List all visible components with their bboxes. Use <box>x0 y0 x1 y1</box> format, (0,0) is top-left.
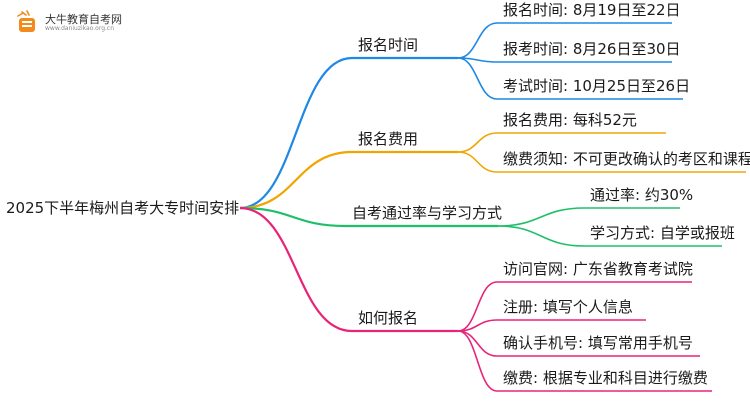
leaf-label: 报考时间: 8月26日至30日 <box>503 40 681 58</box>
site-logo: 大牛教育自考网 www.daniuzikao.org.cn <box>14 10 122 36</box>
leaf-label: 缴费须知: 不可更改确认的考区和课程 <box>503 150 750 168</box>
branch-label: 报名时间 <box>358 36 419 54</box>
logo-url: www.daniuzikao.org.cn <box>45 24 115 32</box>
leaf-label: 考试时间: 10月25日至26日 <box>503 77 691 95</box>
branch-label: 报名费用 <box>358 130 419 148</box>
leaf-label: 学习方式: 自学或报班 <box>590 224 735 242</box>
leaf-label: 报名费用: 每科52元 <box>503 111 637 129</box>
leaf-connector <box>457 57 498 100</box>
leaf-connector <box>457 330 498 392</box>
logo-icon <box>14 10 40 36</box>
leaf-label: 注册: 填写个人信息 <box>503 298 633 316</box>
leaf-connector <box>457 22 498 59</box>
branch-connector <box>239 206 353 333</box>
leaf-label: 缴费: 根据专业和科目进行缴费 <box>503 369 708 387</box>
leaf-label: 通过率: 约30% <box>590 186 694 204</box>
leaf-label: 确认手机号: 填写常用手机号 <box>503 334 693 352</box>
leaf-label: 报名时间: 8月19日至22日 <box>503 1 681 19</box>
leaf-connector <box>497 225 585 247</box>
branch-connector <box>239 56 353 210</box>
logo-name: 大牛教育自考网 <box>45 13 122 27</box>
branch-label: 如何报名 <box>358 309 419 327</box>
leaf-connector <box>497 207 585 227</box>
leaf-connector <box>457 132 498 153</box>
branch-connector <box>239 206 347 228</box>
leaf-connector <box>457 330 498 357</box>
branch-connector <box>239 150 353 210</box>
root-topic: 2025下半年梅州自考大专时间安排 <box>6 199 240 217</box>
leaf-connector <box>457 281 498 332</box>
branch-label: 自考通过率与学习方式 <box>352 204 503 222</box>
leaf-connector <box>457 151 498 173</box>
leaf-label: 访问官网: 广东省教育考试院 <box>503 260 693 278</box>
